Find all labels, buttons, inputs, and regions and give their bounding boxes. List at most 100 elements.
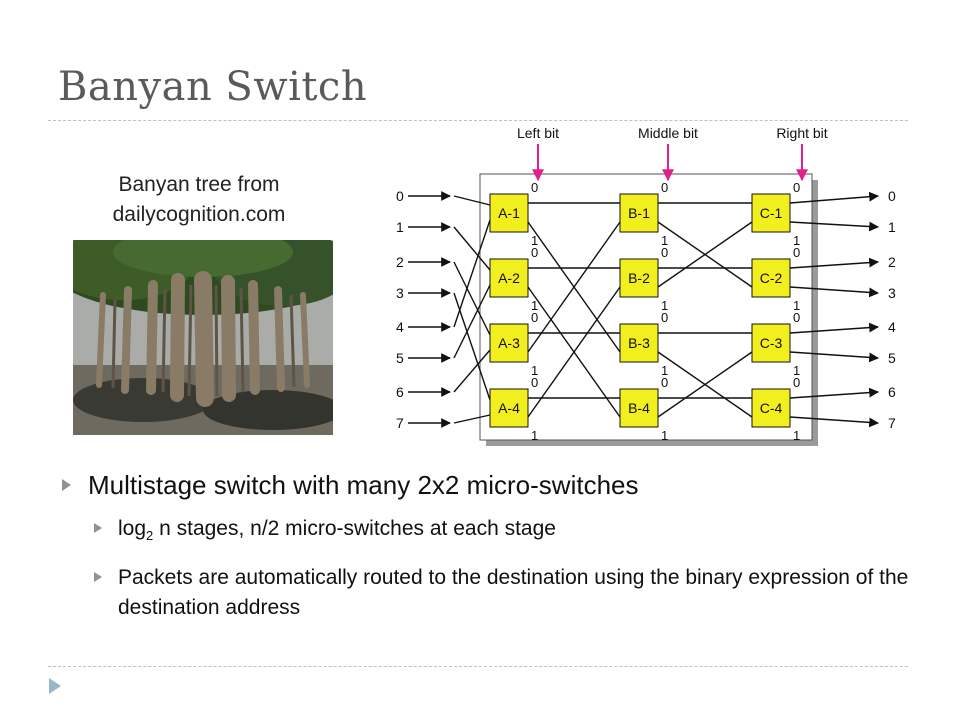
bullet-sub-1: log2 n stages, n/2 micro-switches at eac…	[62, 514, 922, 551]
switch-box	[489, 258, 529, 298]
output-label: 1	[888, 219, 896, 235]
port-label-1: 1	[793, 298, 800, 313]
bullet-list: Multistage switch with many 2x2 micro-sw…	[62, 468, 922, 623]
bullet-arrow-icon	[62, 479, 71, 491]
switch-box	[751, 388, 791, 428]
bullet-sub-1-text-a: log	[118, 517, 147, 540]
inputs-layer	[408, 191, 491, 428]
switch-boxes: A-101A-201A-301A-401B-101B-201B-301B-401…	[489, 180, 800, 443]
port-label-0: 0	[531, 310, 538, 325]
port-label-0: 0	[531, 375, 538, 390]
port-label-0: 0	[793, 245, 800, 260]
port-label-1: 1	[793, 428, 800, 443]
port-label-0: 0	[661, 375, 668, 390]
top-divider	[48, 120, 908, 121]
switch-box	[619, 193, 659, 233]
bullet-sub-2: Packets are automatically routed to the …	[62, 563, 922, 623]
port-label-1: 1	[661, 428, 668, 443]
port-label-0: 0	[793, 310, 800, 325]
switch-label: A-3	[498, 335, 520, 351]
switch-c-1: C-1 0 1	[751, 180, 800, 248]
switch-box	[619, 388, 659, 428]
switch-a-1: A-1 0 1	[489, 180, 538, 248]
port-label-0: 0	[661, 180, 668, 195]
bullet-main-text: Multistage switch with many 2x2 micro-sw…	[88, 470, 639, 500]
switch-label: B-2	[628, 270, 650, 286]
port-label-1: 1	[531, 233, 538, 248]
switch-label: C-4	[760, 400, 783, 416]
bullet-sub-1-text-b: n stages, n/2 micro-switches at each sta…	[153, 517, 556, 540]
output-label: 4	[888, 319, 896, 335]
input-label: 7	[396, 415, 404, 431]
port-label-1: 1	[661, 233, 668, 248]
switch-label: A-4	[498, 400, 520, 416]
switch-box	[489, 193, 529, 233]
banyan-switch-diagram: Left bit Middle bit Right bit	[396, 125, 896, 446]
bullet-arrow-icon	[94, 523, 102, 533]
port-label-1: 1	[793, 233, 800, 248]
port-label-0: 0	[661, 245, 668, 260]
input-label: 1	[396, 219, 404, 235]
switch-box	[751, 258, 791, 298]
bottom-divider	[48, 666, 908, 667]
switch-b-1: B-1 0 1	[619, 180, 668, 248]
input-label: 4	[396, 319, 404, 335]
port-label-1: 1	[531, 363, 538, 378]
port-label-1: 1	[531, 428, 538, 443]
output-label: 0	[888, 188, 896, 204]
switch-b-2: B-2 0 1	[619, 245, 668, 313]
output-label: 3	[888, 285, 896, 301]
switch-label: C-3	[760, 335, 783, 351]
bullet-sub-2-text: Packets are automatically routed to the …	[118, 566, 909, 620]
switch-label: A-2	[498, 270, 520, 286]
switch-box	[751, 323, 791, 363]
switch-a-3: A-3 0 1	[489, 310, 538, 378]
input-label: 5	[396, 350, 404, 366]
stage-links	[527, 202, 753, 418]
switch-label: B-1	[628, 205, 650, 221]
caption-line-1: Banyan tree from	[118, 173, 280, 196]
caption-line-2: dailycognition.com	[112, 203, 286, 226]
switch-a-4: A-4 0 1	[489, 375, 538, 443]
input-label: 2	[396, 254, 404, 270]
port-label-0: 0	[661, 310, 668, 325]
bit-labels: Left bit Middle bit Right bit	[517, 125, 828, 141]
banyan-tree-illustration	[73, 240, 333, 435]
bit-arrows	[532, 144, 808, 182]
port-label-0: 0	[793, 375, 800, 390]
port-label-1: 1	[793, 363, 800, 378]
switch-box	[619, 323, 659, 363]
middle-bit-label: Middle bit	[638, 125, 698, 141]
switch-c-2: C-2 0 1	[751, 245, 800, 313]
corner-triangle-icon	[49, 678, 61, 694]
switch-b-4: B-4 0 1	[619, 375, 668, 443]
input-labels: 0 1 2 3 4 5 6 7	[396, 188, 404, 431]
switch-b-3: B-3 0 1	[619, 310, 668, 378]
switch-label: C-2	[760, 270, 783, 286]
output-label: 7	[888, 415, 896, 431]
switch-c-3: C-3 0 1	[751, 310, 800, 378]
output-labels: 0 1 2 3 4 5 6 7	[888, 188, 896, 431]
port-label-1: 1	[661, 298, 668, 313]
switch-label: B-4	[628, 400, 650, 416]
bullet-main: Multistage switch with many 2x2 micro-sw…	[62, 468, 922, 502]
switch-label: A-1	[498, 205, 520, 221]
right-bit-label: Right bit	[776, 125, 827, 141]
switch-box	[619, 258, 659, 298]
port-label-0: 0	[793, 180, 800, 195]
slide-title: Banyan Switch	[58, 64, 368, 110]
input-label: 0	[396, 188, 404, 204]
switch-label: C-1	[760, 205, 783, 221]
banyan-tree-photo	[73, 240, 333, 435]
output-label: 6	[888, 384, 896, 400]
input-label: 6	[396, 384, 404, 400]
switch-box	[489, 323, 529, 363]
port-label-0: 0	[531, 180, 538, 195]
switch-a-2: A-201	[489, 245, 538, 313]
left-bit-label: Left bit	[517, 125, 559, 141]
port-label-1: 1	[661, 363, 668, 378]
switch-label: B-3	[628, 335, 650, 351]
switch-c-4: C-4 0 1	[751, 375, 800, 443]
output-label: 5	[888, 350, 896, 366]
port-label-0: 0	[531, 245, 538, 260]
